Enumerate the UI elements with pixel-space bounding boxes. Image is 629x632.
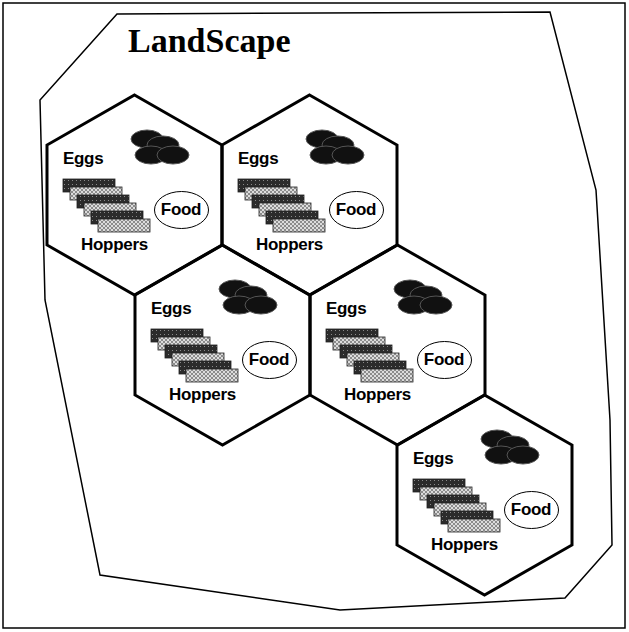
landscape-region: FoodEggsHoppersFoodEggsHoppersFoodEggsHo… (40, 10, 615, 612)
food-label: Food (249, 350, 289, 370)
hopper-stack (326, 329, 413, 382)
eggs-label: Eggs (63, 149, 103, 169)
hex-cell: Food EggsHoppers (222, 95, 397, 295)
hoppers-label: Hoppers (256, 235, 323, 255)
hoppers-label: Hoppers (431, 535, 498, 555)
food-label: Food (511, 500, 551, 520)
hopper-stack (151, 329, 238, 382)
hoppers-label: Hoppers (344, 385, 411, 405)
food-label: Food (161, 200, 201, 220)
landscape-boundary (40, 12, 612, 610)
food-circle: Food (504, 491, 559, 529)
egg-cluster (394, 280, 452, 314)
food-circle: Food (329, 191, 384, 229)
food-ellipse (242, 342, 296, 379)
hex-cell: Food EggsHoppers (47, 95, 222, 295)
egg-cluster (481, 430, 539, 464)
food-circle: Food (154, 191, 209, 229)
hoppers-label: Hoppers (169, 385, 236, 405)
picture-frame (3, 3, 625, 628)
egg-cluster (131, 130, 189, 164)
hexagon-border (397, 395, 572, 595)
food-label: Food (336, 200, 376, 220)
hex-cell: Food EggsHoppers (397, 395, 572, 595)
food-circle: Food (417, 341, 472, 379)
food-ellipse (504, 492, 558, 529)
food-ellipse (329, 192, 383, 229)
hexagon-border (222, 95, 397, 295)
hopper-stack (238, 179, 325, 232)
hopper-stack (413, 479, 500, 532)
eggs-label: Eggs (151, 299, 191, 319)
hopper-stack (63, 179, 150, 232)
eggs-label: Eggs (413, 449, 453, 469)
hex-cell: Food EggsHoppers (310, 245, 485, 445)
food-ellipse (154, 192, 208, 229)
egg-cluster (306, 130, 364, 164)
food-ellipse (417, 342, 471, 379)
egg-cluster (219, 280, 277, 314)
hexagon-border (47, 95, 222, 295)
hex-cell: Food EggsHoppers (135, 245, 310, 445)
food-circle: Food (242, 341, 297, 379)
food-label: Food (424, 350, 464, 370)
hoppers-label: Hoppers (81, 235, 148, 255)
region-title: LandScape (128, 22, 291, 59)
hexagon-border (135, 245, 310, 445)
eggs-label: Eggs (238, 149, 278, 169)
eggs-label: Eggs (326, 299, 366, 319)
hexagon-border (310, 245, 485, 445)
